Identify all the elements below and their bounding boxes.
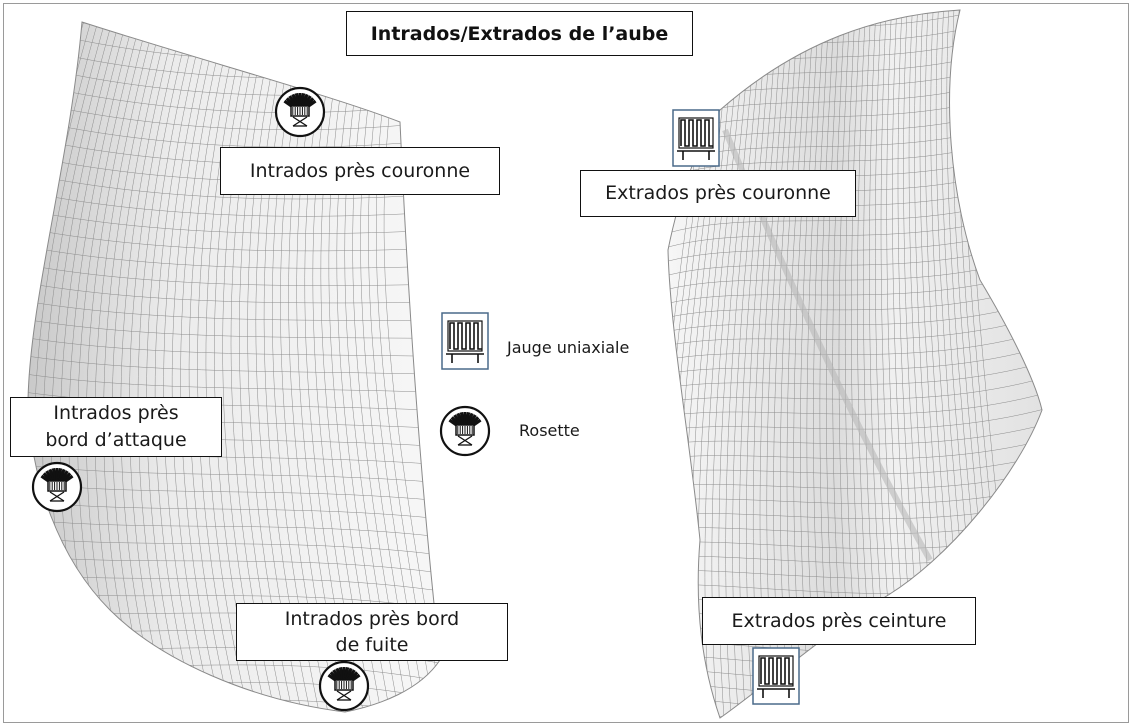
- figure-frame: [3, 3, 1129, 723]
- label-intrados-bord-fuite: Intrados près bord de fuite: [236, 603, 508, 661]
- legend-uniaxial-label: Jauge uniaxiale: [507, 338, 630, 357]
- label-extrados-ceinture: Extrados près ceinture: [702, 597, 976, 645]
- label-intrados-bord-attaque: Intrados près bord d’attaque: [10, 397, 222, 457]
- uniaxial-gauge-icon: [752, 647, 800, 705]
- uniaxial-gauge-icon: [672, 109, 720, 167]
- rosette-gauge-icon: [31, 461, 83, 513]
- label-text: Intrados près couronne: [249, 159, 471, 182]
- rosette-gauge-icon: [318, 660, 370, 712]
- label-text: Extrados près ceinture: [731, 609, 947, 632]
- label-intrados-couronne: Intrados près couronne: [220, 147, 500, 195]
- label-extrados-couronne: Extrados près couronne: [580, 170, 856, 217]
- uniaxial-gauge-icon: [441, 312, 489, 370]
- label-text-line2: de fuite: [335, 634, 409, 656]
- legend-rosette-label: Rosette: [519, 421, 580, 440]
- label-text: Extrados près couronne: [605, 182, 831, 204]
- rosette-gauge-icon: [439, 405, 491, 457]
- label-text-line1: Intrados près bord: [284, 608, 460, 630]
- rosette-gauge-icon: [274, 86, 326, 138]
- label-text-line1: Intrados près: [53, 402, 179, 424]
- diagram-title: Intrados/Extrados de l’aube: [346, 11, 693, 56]
- label-text-line2: bord d’attaque: [45, 429, 187, 451]
